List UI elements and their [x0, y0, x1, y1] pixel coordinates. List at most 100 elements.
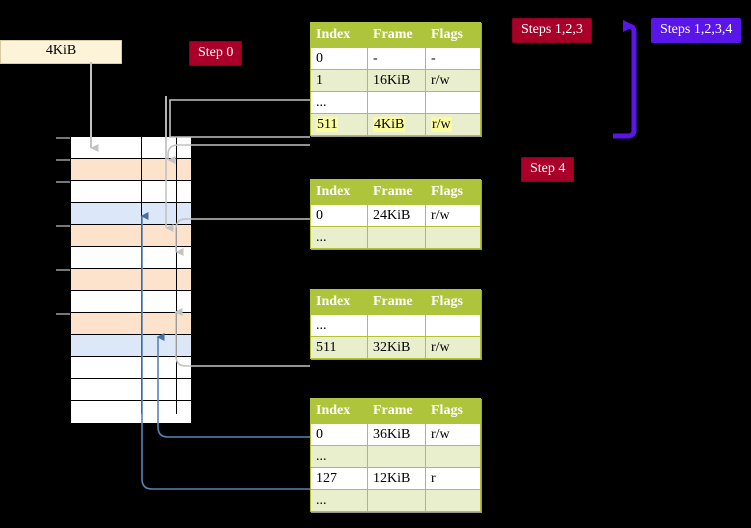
table-cell: r/w — [425, 69, 481, 92]
memory-column-divider-1 — [176, 137, 177, 414]
steps-bracket-violet — [613, 20, 637, 139]
steps-1234-badge: Steps 1,2,3,4 — [651, 18, 742, 43]
table-cell — [425, 226, 481, 249]
table-cell: 24KiB — [367, 204, 426, 227]
table-cell — [367, 226, 426, 249]
table-cell: 127 — [310, 467, 368, 490]
table-row: ... — [310, 489, 481, 512]
column-header-flags: Flags — [425, 289, 481, 315]
table-cell — [425, 445, 481, 468]
step-0-badge: Step 0 — [189, 41, 243, 66]
table-cell: 0 — [310, 204, 368, 227]
table-cell: ... — [310, 226, 368, 249]
table-cell — [425, 91, 481, 114]
connector-pdp-entry-0 — [175, 218, 310, 256]
highlighted-value: r/w — [431, 116, 452, 132]
table-row: 511 4KiB r/w — [310, 113, 481, 136]
table-cell: 4KiB — [367, 113, 426, 136]
table-row: ... — [310, 314, 481, 337]
column-header-index: Index — [310, 22, 368, 48]
table-cell: 0 — [310, 47, 368, 70]
memory-frame-row — [71, 181, 191, 203]
highlighted-value: 511 — [316, 116, 339, 132]
table-cell: 0 — [310, 423, 368, 446]
memory-frame-row — [71, 137, 191, 159]
memory-tick-mark — [56, 313, 70, 315]
table-cell: 32KiB — [367, 336, 426, 359]
table-row: ... — [310, 445, 481, 468]
table-cell: r/w — [425, 204, 481, 227]
memory-frame-row — [71, 203, 191, 225]
memory-frame-row — [71, 291, 191, 313]
highlighted-value: 4KiB — [373, 116, 406, 132]
table-cell — [367, 314, 426, 337]
column-header-frame: Frame — [367, 398, 426, 424]
table-cell: - — [425, 47, 481, 70]
memory-frame-row — [71, 269, 191, 291]
table-cell: ... — [310, 445, 368, 468]
table-cell: ... — [310, 314, 368, 337]
table-cell: 36KiB — [367, 423, 426, 446]
column-header-index: Index — [310, 179, 368, 205]
table-cell — [425, 314, 481, 337]
table-row: ... — [310, 226, 481, 249]
table-cell: 16KiB — [367, 69, 426, 92]
column-header-frame: Frame — [367, 289, 426, 315]
table-cell: ... — [310, 489, 368, 512]
memory-frame-row — [71, 335, 191, 357]
memory-frame-row — [71, 159, 191, 181]
memory-tick-mark — [56, 137, 70, 139]
table-cell: r/w — [425, 336, 481, 359]
table-cell — [367, 445, 426, 468]
connector-pd-entry-511 — [174, 308, 310, 367]
memory-tick-mark — [56, 159, 70, 161]
table-cell: ... — [310, 91, 368, 114]
column-header-flags: Flags — [425, 22, 481, 48]
table-cell: 12KiB — [367, 467, 426, 490]
table-cell — [425, 489, 481, 512]
memory-size-label: 4KiB — [0, 40, 122, 64]
memory-tick-mark — [56, 181, 70, 183]
column-header-index: Index — [310, 289, 368, 315]
memory-tick-mark — [56, 269, 70, 271]
step-4-badge: Step 4 — [521, 157, 575, 182]
memory-frame-row — [71, 313, 191, 335]
table-cell: 511 — [310, 336, 368, 359]
column-header-frame: Frame — [367, 179, 426, 205]
steps-123-badge: Steps 1,2,3 — [512, 18, 592, 43]
table-cell — [367, 91, 426, 114]
memory-frame-row — [71, 225, 191, 247]
table-cell: - — [367, 47, 426, 70]
table-cell — [367, 489, 426, 512]
column-header-flags: Flags — [425, 179, 481, 205]
memory-column-divider-0 — [141, 137, 142, 414]
table-cell: r/w — [425, 113, 481, 136]
memory-frame-row — [71, 379, 191, 401]
table-cell: r/w — [425, 423, 481, 446]
column-header-index: Index — [310, 398, 368, 424]
table-row: 0-- — [310, 47, 481, 70]
table-cell: 1 — [310, 69, 368, 92]
table-cell: r — [425, 467, 481, 490]
table-row: ... — [310, 91, 481, 114]
physical-memory-column — [56, 136, 191, 423]
column-header-flags: Flags — [425, 398, 481, 424]
memory-frame-row — [71, 247, 191, 269]
memory-frame-row — [71, 401, 191, 423]
table-cell: 511 — [310, 113, 368, 136]
column-header-frame: Frame — [367, 22, 426, 48]
memory-frame-row — [71, 357, 191, 379]
